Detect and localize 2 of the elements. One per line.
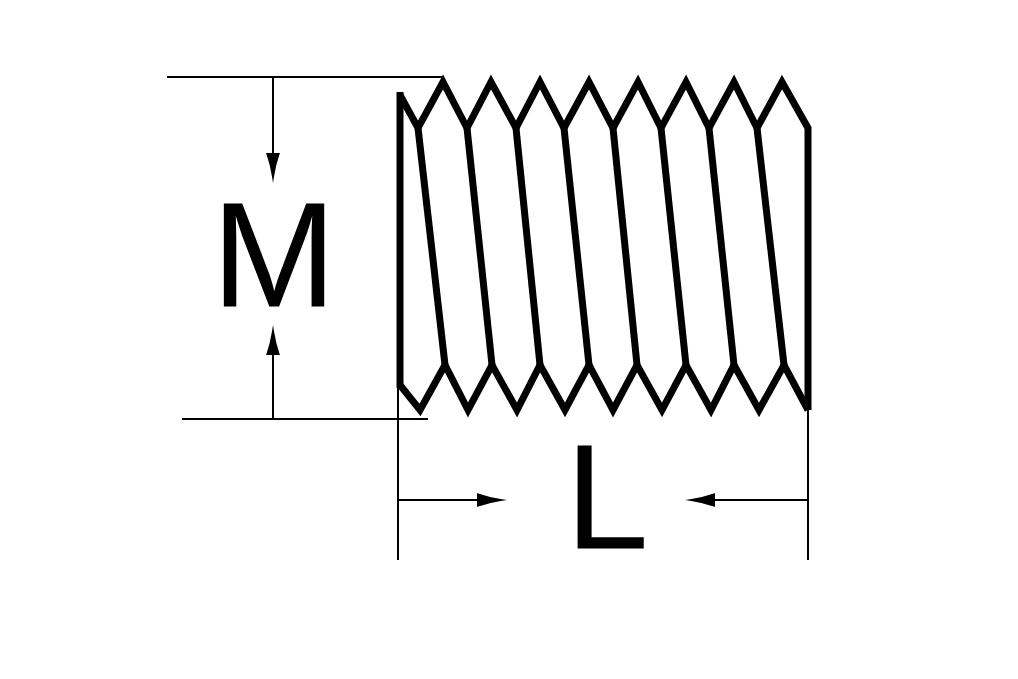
dimension-label: L xyxy=(577,445,644,549)
dimension-label: M xyxy=(223,203,325,307)
